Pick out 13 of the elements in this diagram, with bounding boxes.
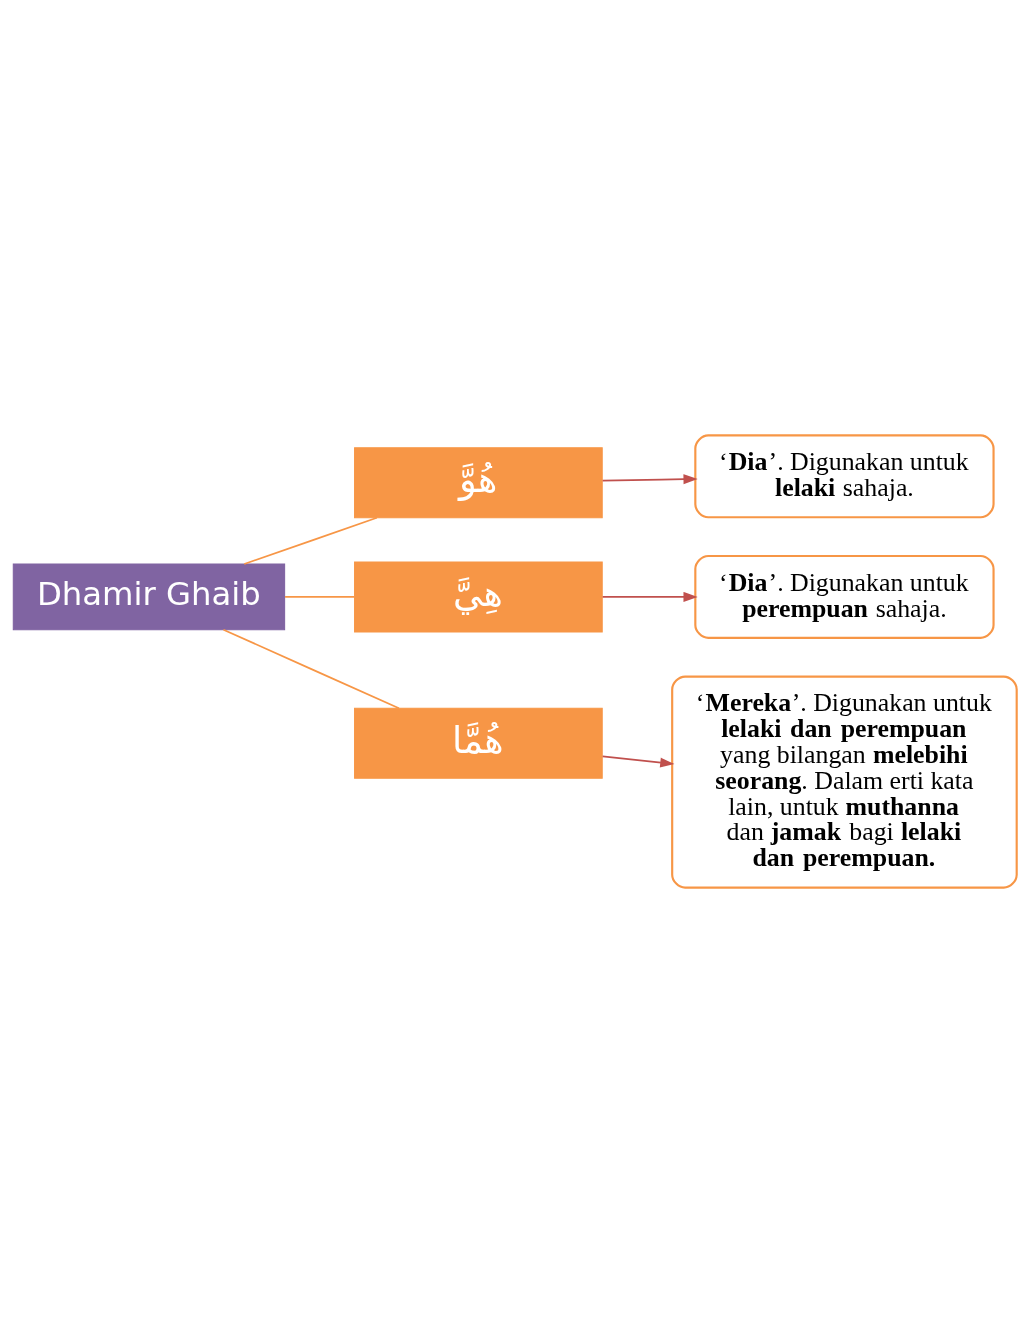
node-box: ‘Dia’. Digunakan untuk perempuan sahaja. — [693, 554, 995, 639]
node-box: ‘Dia’. Digunakan untuk lelaki sahaja. — [693, 434, 995, 519]
arrow — [601, 474, 698, 485]
node-box: هُوَّ — [353, 447, 603, 519]
connector — [242, 516, 378, 565]
node-box: هِيَّ — [353, 561, 603, 633]
node-box: ‘Mereka’. Digunakan untuk lelaki dan perempuan yang bilangan melebihi seorang. Dalam erti kata lain, untuk muthanna dan jamak bagi lelaki dan perempuan. — [670, 675, 1018, 889]
connector — [283, 596, 355, 598]
node-box: هُمَّا — [353, 707, 603, 779]
arrow — [601, 591, 698, 602]
node-box: Dhamir Ghaib — [12, 563, 285, 631]
connector — [222, 628, 400, 710]
arrow — [601, 755, 674, 768]
